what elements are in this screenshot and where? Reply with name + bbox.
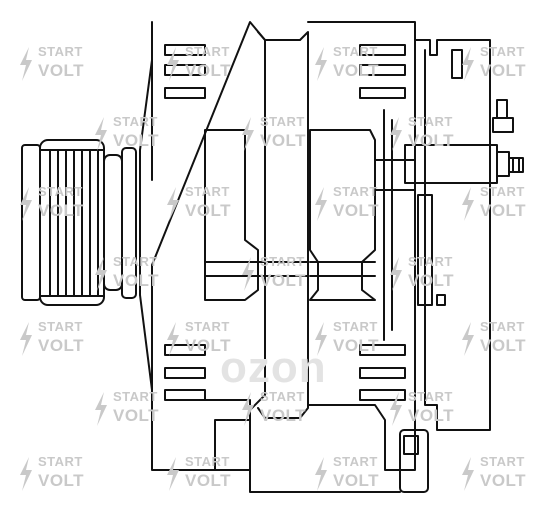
rear-housing — [307, 21, 416, 471]
rear-cover — [414, 39, 514, 431]
brand-watermark: ozon — [220, 343, 327, 392]
mounting-lug — [249, 429, 429, 493]
front-housing — [139, 21, 266, 471]
pulley — [21, 139, 137, 306]
terminal-stud — [404, 144, 524, 184]
stator-band — [257, 31, 309, 419]
